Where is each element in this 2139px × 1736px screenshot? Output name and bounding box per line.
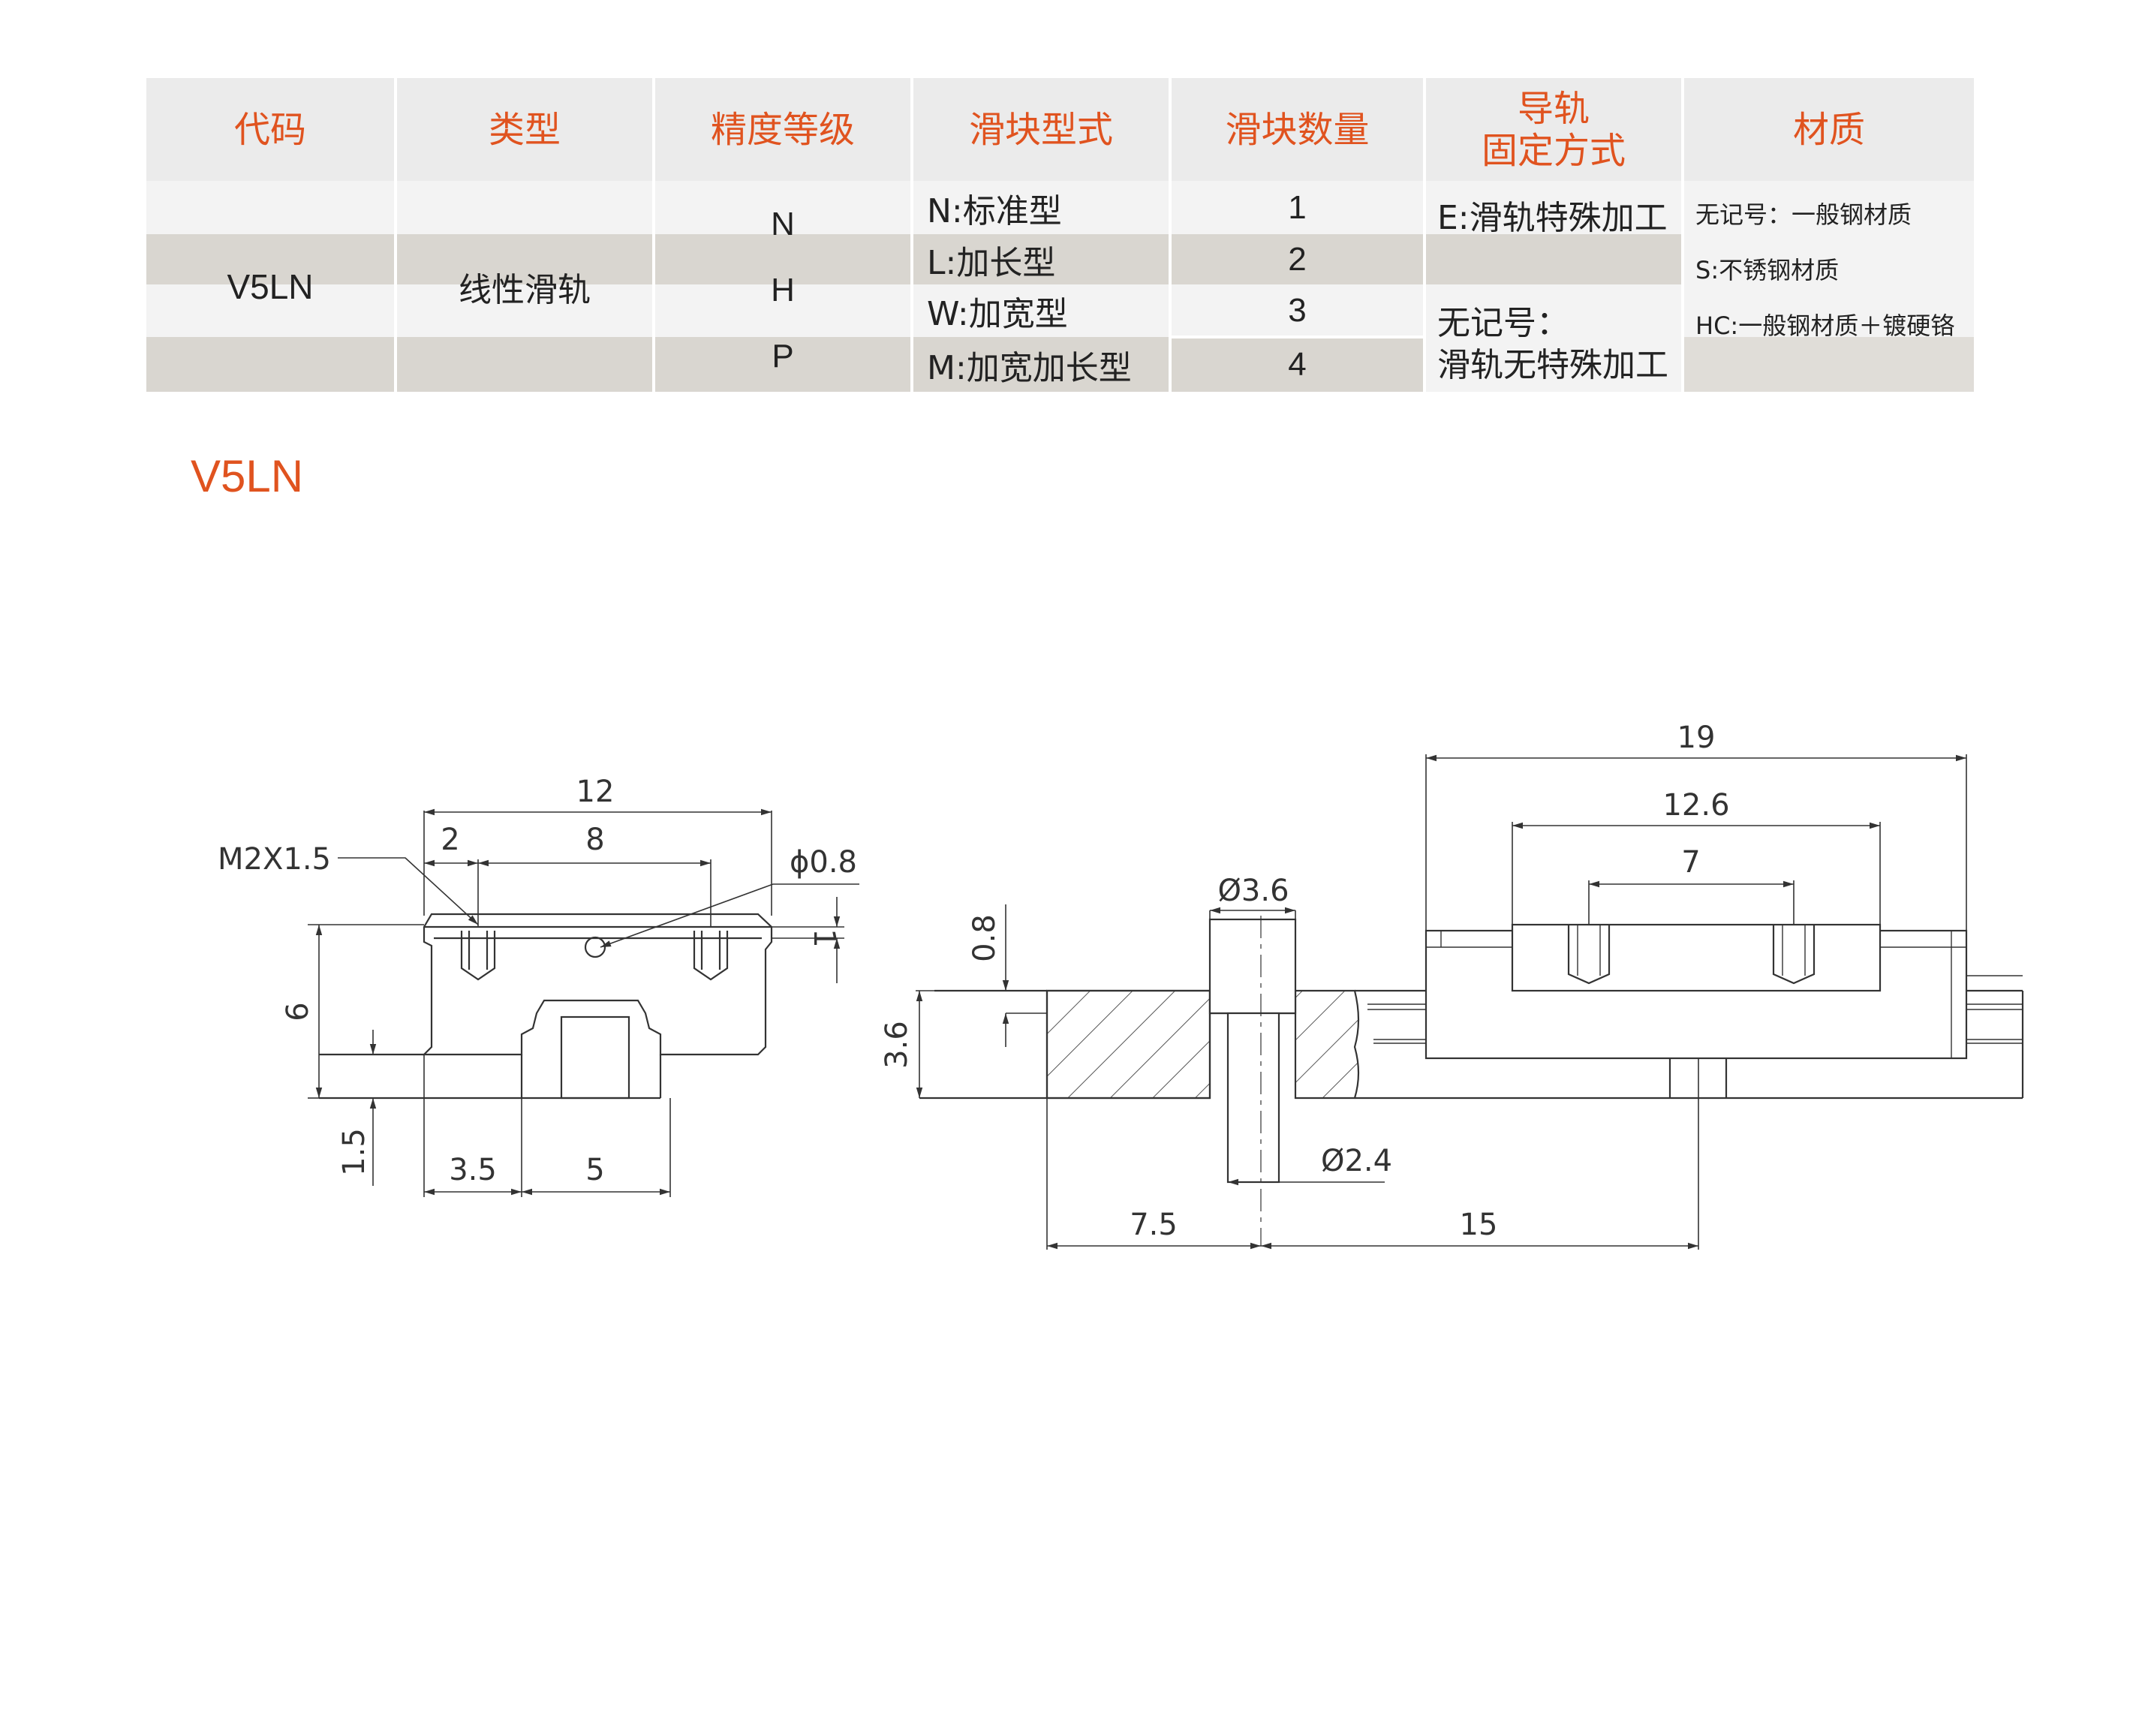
end-view-labels: 12 2 8 M2X1.5 ϕ0.8 1 6 1.5 3.5 5 xyxy=(218,775,857,1187)
label-0-8: 0.8 xyxy=(967,914,1002,962)
header-type: 类型 xyxy=(397,78,652,181)
end-view xyxy=(308,811,844,1197)
label-3-6-dia: Ø3.6 xyxy=(1217,874,1289,908)
slider-count-2: 2 xyxy=(1288,240,1307,278)
code-cell: V5LN xyxy=(227,266,314,306)
lube-hole xyxy=(584,936,606,958)
header-material: 材质 xyxy=(1684,78,1974,181)
material-default: 无记号：一般钢材质 xyxy=(1695,200,1912,229)
header-precision: 精度等级 xyxy=(655,78,910,181)
slider-top-plate xyxy=(1511,923,1882,992)
label-1: 1 xyxy=(807,928,841,947)
spec-table: 代码 类型 精度等级 滑块型式 滑块数量 导轨 固定方式 材质 V5LN 线性滑… xyxy=(146,78,1974,392)
label-7: 7 xyxy=(1681,845,1700,880)
label-7-5: 7.5 xyxy=(1130,1208,1178,1242)
material-hc: HC:一般钢材质＋镀硬铬 xyxy=(1695,311,1955,340)
thread-hole-left xyxy=(460,931,496,981)
label-12: 12 xyxy=(576,775,615,809)
end-view-dimensions xyxy=(315,808,859,1196)
side-view xyxy=(919,916,2024,1246)
label-5: 5 xyxy=(585,1153,604,1187)
section-title: V5LN xyxy=(191,451,304,501)
label-thread: M2X1.5 xyxy=(218,842,331,877)
hole-leader xyxy=(600,883,859,948)
type-cell: 线性滑轨 xyxy=(459,270,591,309)
rail-fixing-band xyxy=(1426,234,1681,284)
rail-fixing-none: 滑轨无特殊加工 xyxy=(1437,346,1668,384)
slider-count-4: 4 xyxy=(1288,345,1307,383)
side-view-dimensions xyxy=(916,754,1967,1250)
rail-fixing-none-label: 无记号： xyxy=(1437,304,1569,342)
material-band xyxy=(1684,337,1974,392)
slider-type-w: W:加宽型 xyxy=(927,295,1068,333)
label-3-6: 3.6 xyxy=(880,1021,914,1069)
rail-fixing-bg xyxy=(1426,181,1681,392)
label-hole: ϕ0.8 xyxy=(790,845,857,880)
header-slider-count: 滑块数量 xyxy=(1172,78,1423,181)
precision-p: P xyxy=(772,338,794,375)
label-2-4-dia: Ø2.4 xyxy=(1321,1144,1392,1178)
rail-fixing-e: E:滑轨特殊加工 xyxy=(1437,199,1668,237)
thread-leader xyxy=(338,857,479,925)
header-rail-fixing: 导轨 固定方式 xyxy=(1426,78,1681,181)
slider-count-1: 1 xyxy=(1288,188,1307,226)
precision-h: H xyxy=(771,272,795,308)
label-12-6: 12.6 xyxy=(1662,788,1729,823)
label-8: 8 xyxy=(585,823,604,857)
label-2: 2 xyxy=(441,823,459,857)
label-6: 6 xyxy=(281,1002,315,1021)
bolt-head xyxy=(1208,918,1297,1015)
material-s: S:不锈钢材质 xyxy=(1695,256,1840,284)
header-slider-type: 滑块型式 xyxy=(913,78,1169,181)
rail-section xyxy=(560,1015,630,1100)
precision-n: N xyxy=(771,206,795,242)
slider-block-outline xyxy=(422,913,773,1056)
side-view-labels: 19 12.6 7 Ø3.6 0.8 3.6 Ø2.4 7.5 15 xyxy=(880,721,1730,1242)
thread-hole-right xyxy=(693,931,729,981)
label-19: 19 xyxy=(1677,721,1716,755)
header-code: 代码 xyxy=(146,78,394,181)
slider-type-l: L:加长型 xyxy=(927,243,1056,282)
slider-type-n: N:标准型 xyxy=(927,191,1062,230)
label-1-5: 1.5 xyxy=(337,1128,372,1176)
label-15: 15 xyxy=(1460,1208,1498,1242)
slider-count-3: 3 xyxy=(1288,292,1307,329)
label-3-5: 3.5 xyxy=(449,1153,497,1187)
slider-type-m: M:加宽加长型 xyxy=(927,348,1132,387)
bolt-shank xyxy=(1226,1012,1280,1184)
base-section-hatch xyxy=(1045,989,1360,1100)
